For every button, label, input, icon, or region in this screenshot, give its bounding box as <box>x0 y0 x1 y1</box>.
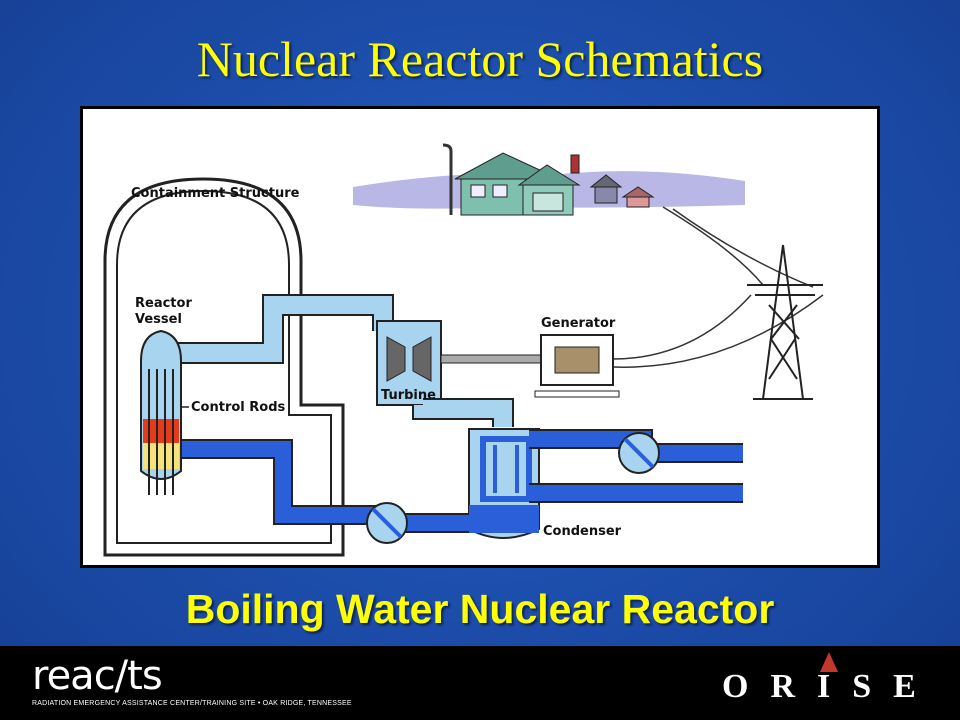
turbine-icon <box>376 320 550 406</box>
label-generator: Generator <box>541 316 616 331</box>
label-control-rods: Control Rods <box>191 400 286 415</box>
condenser-icon <box>468 428 540 539</box>
slide-title: Nuclear Reactor Schematics <box>196 31 764 87</box>
label-turbine: Turbine <box>381 388 436 403</box>
generator-icon <box>534 334 620 398</box>
label-reactor-vessel-1: Reactor <box>135 296 192 311</box>
steam-pipe-fill <box>175 296 392 362</box>
house-icon <box>442 143 655 216</box>
slide-subtitle: Boiling Water Nuclear Reactor <box>185 586 775 632</box>
turbine-exhaust-pipe <box>414 400 512 427</box>
label-condenser: Condenser <box>543 524 622 539</box>
schematic-figure: Containment Structure Reactor Vessel Con… <box>80 106 880 568</box>
transmission-tower-icon <box>747 244 823 400</box>
power-line <box>672 208 814 288</box>
power-line <box>612 294 824 368</box>
label-containment-structure: Containment Structure <box>131 186 300 201</box>
orise-emblem-icon <box>820 652 838 672</box>
label-reactor-vessel-2: Vessel <box>135 312 182 327</box>
reacts-tagline: RADIATION EMERGENCY ASSISTANCE CENTER/TR… <box>32 700 352 707</box>
bwr-schematic: Containment Structure Reactor Vessel Con… <box>103 143 824 557</box>
footer-bar: reac/ts RADIATION EMERGENCY ASSISTANCE C… <box>0 646 960 720</box>
power-line <box>662 206 764 286</box>
reacts-logo: reac/ts <box>32 653 163 699</box>
orise-logo: ORISE <box>722 668 938 705</box>
reactor-vessel-icon <box>140 329 182 495</box>
power-line <box>612 294 752 360</box>
